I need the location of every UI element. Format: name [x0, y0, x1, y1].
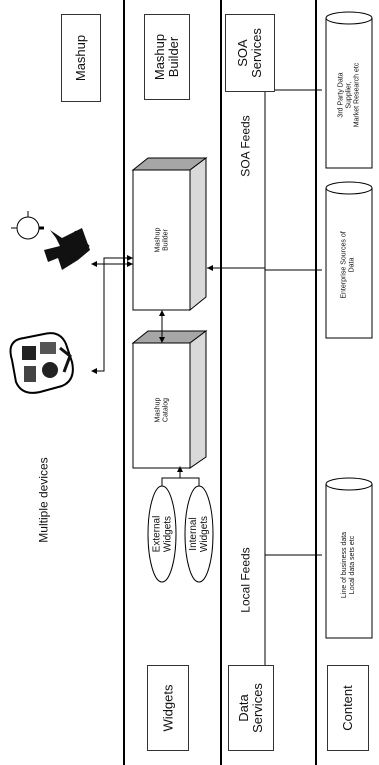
- layer-label-content: Content: [327, 665, 369, 751]
- third-party-cylinder: [325, 11, 373, 169]
- line-of-business-label: Line of business data Local data sets et…: [341, 531, 357, 599]
- mashup-catalog-box-label: Mashup Catalog: [154, 397, 169, 423]
- line-of-business-cylinder: [325, 477, 373, 639]
- mashup-builder-box-label: Mashup Builder: [154, 227, 169, 253]
- soa-feeds-label: SOA Feeds: [239, 115, 253, 177]
- layer-label-widgets: Widgets: [147, 665, 189, 751]
- local-feeds-label: Local Feeds: [239, 547, 253, 613]
- widgets-bracket: [161, 477, 200, 486]
- third-party-label: 3rd Party Data Supplier, Market Research…: [337, 62, 360, 128]
- layer-label-mashup-builder: Mashup Builder: [144, 14, 190, 100]
- enterprise-sources-label: Enterprise Sources of Data: [341, 231, 356, 299]
- mashup-builder-cube: [131, 157, 208, 312]
- layer-label-data-services: Data Services: [228, 665, 274, 751]
- layer-label-soa-services: SOA Services: [225, 14, 275, 92]
- internal-widgets-label: Internal Widgets: [188, 515, 210, 553]
- user-with-idea-icon: [11, 211, 90, 270]
- multiple-devices-label: Multiple devices: [37, 457, 51, 543]
- builder-devices-arrow: [93, 257, 133, 372]
- layer-label-mashup: Mashup: [61, 14, 101, 102]
- mashup-catalog-cube: [131, 330, 208, 469]
- multiple-devices-icon: [9, 332, 74, 394]
- external-widgets-label: External Widgets: [151, 515, 173, 553]
- enterprise-cylinder: [325, 181, 373, 339]
